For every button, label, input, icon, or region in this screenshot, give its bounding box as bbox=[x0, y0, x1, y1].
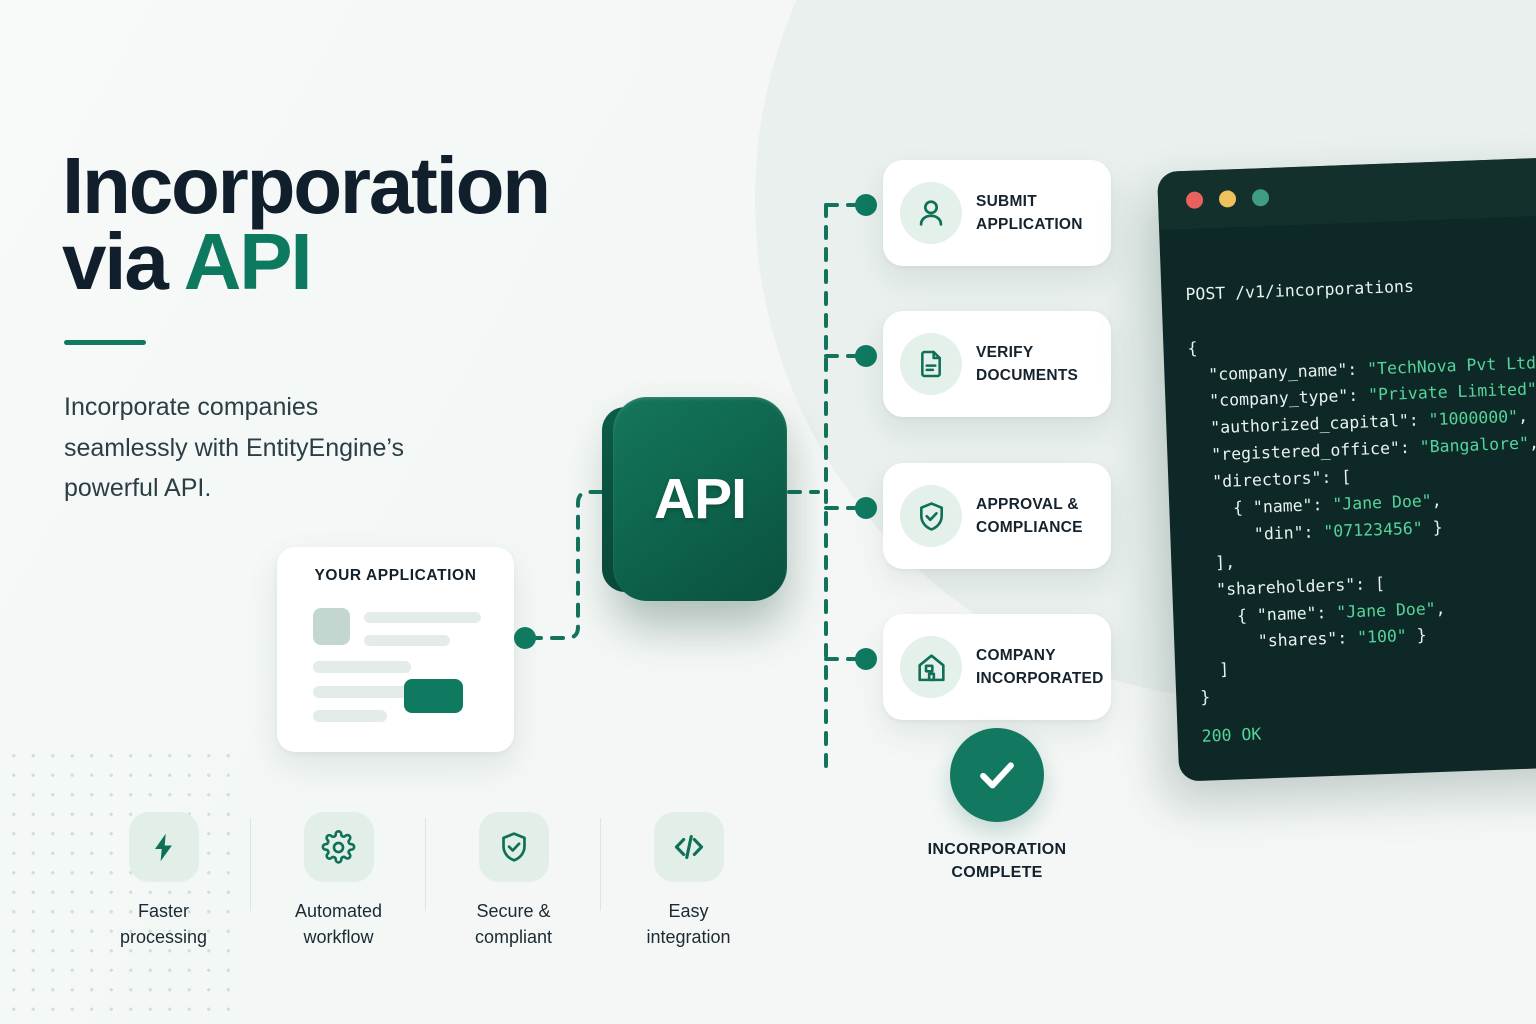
user-icon bbox=[900, 182, 962, 244]
feature-easy-integration[interactable]: Easy integration bbox=[601, 812, 776, 957]
application-submit-button-placeholder[interactable] bbox=[404, 679, 463, 713]
code-brackets-icon bbox=[653, 812, 724, 882]
feature-label: Faster processing bbox=[119, 901, 208, 947]
gear-icon bbox=[303, 812, 374, 882]
document-icon bbox=[900, 333, 962, 395]
step-card-company-incorporated[interactable]: COMPANY INCORPORATED bbox=[883, 614, 1111, 720]
your-application-title: YOUR APPLICATION bbox=[314, 567, 477, 584]
application-text-line bbox=[313, 686, 411, 698]
bolt-icon bbox=[128, 812, 199, 882]
step-card-approval-compliance[interactable]: APPROVAL & COMPLIANCE bbox=[883, 463, 1111, 569]
window-close-icon[interactable] bbox=[1185, 190, 1204, 209]
application-text-line bbox=[364, 635, 450, 646]
step-label: SUBMIT APPLICATION bbox=[976, 192, 1083, 233]
feature-strip: Faster processing Automated workflow Sec… bbox=[76, 812, 776, 957]
incorporation-complete-label: INCORPORATION COMPLETE bbox=[927, 841, 1067, 882]
api-cube-label: API bbox=[653, 467, 747, 531]
building-icon bbox=[900, 636, 962, 698]
page-title: Incorporation via API bbox=[62, 146, 682, 302]
feature-secure-compliant[interactable]: Secure & compliant bbox=[426, 812, 601, 957]
application-text-line bbox=[313, 661, 411, 673]
title-line-2-prefix: via bbox=[62, 217, 184, 306]
your-application-card[interactable]: YOUR APPLICATION bbox=[277, 547, 514, 752]
feature-divider bbox=[599, 818, 601, 911]
title-line-2-accent: API bbox=[183, 217, 313, 306]
check-circle-icon bbox=[950, 728, 1044, 822]
window-maximize-icon[interactable] bbox=[1251, 188, 1270, 207]
code-json-body: { "company_name": "TechNova Pvt Ltd", "c… bbox=[1186, 311, 1536, 708]
hero-subtitle: Incorporate companies seamlessly with En… bbox=[64, 393, 404, 502]
feature-divider bbox=[249, 818, 251, 911]
title-underline-rule bbox=[64, 340, 146, 345]
title-line-1: Incorporation bbox=[62, 141, 551, 230]
shield-check-icon bbox=[478, 812, 549, 882]
hero-section: Incorporation via API Incorporate compan… bbox=[62, 146, 682, 509]
step-card-submit-application[interactable]: SUBMIT APPLICATION bbox=[883, 160, 1111, 266]
feature-faster-processing[interactable]: Faster processing bbox=[76, 812, 251, 957]
incorporation-complete-badge: INCORPORATION COMPLETE bbox=[883, 728, 1111, 884]
shield-check-icon bbox=[900, 485, 962, 547]
feature-automated-workflow[interactable]: Automated workflow bbox=[251, 812, 426, 957]
step-label: APPROVAL & COMPLIANCE bbox=[976, 495, 1083, 536]
code-window[interactable]: POST /v1/incorporations { "company_name"… bbox=[1157, 156, 1536, 782]
feature-label: Secure & compliant bbox=[474, 901, 553, 947]
application-thumbnail-placeholder bbox=[313, 608, 350, 645]
application-text-line bbox=[313, 710, 387, 722]
step-label: COMPANY INCORPORATED bbox=[976, 646, 1104, 687]
api-cube-front-face: API bbox=[613, 397, 787, 601]
feature-divider bbox=[424, 818, 426, 911]
window-minimize-icon[interactable] bbox=[1218, 189, 1237, 208]
code-request-line: POST /v1/incorporations bbox=[1185, 276, 1415, 304]
background-dot-pattern bbox=[0, 740, 230, 1024]
code-status-line: 200 OK bbox=[1201, 724, 1262, 746]
feature-label: Automated workflow bbox=[294, 901, 383, 947]
feature-label: Easy integration bbox=[646, 901, 731, 947]
application-text-line bbox=[364, 612, 481, 623]
step-card-verify-documents[interactable]: VERIFY DOCUMENTS bbox=[883, 311, 1111, 417]
api-cube-node[interactable]: API bbox=[602, 397, 787, 612]
step-label: VERIFY DOCUMENTS bbox=[976, 343, 1079, 384]
code-content: POST /v1/incorporations { "company_name"… bbox=[1159, 214, 1536, 778]
